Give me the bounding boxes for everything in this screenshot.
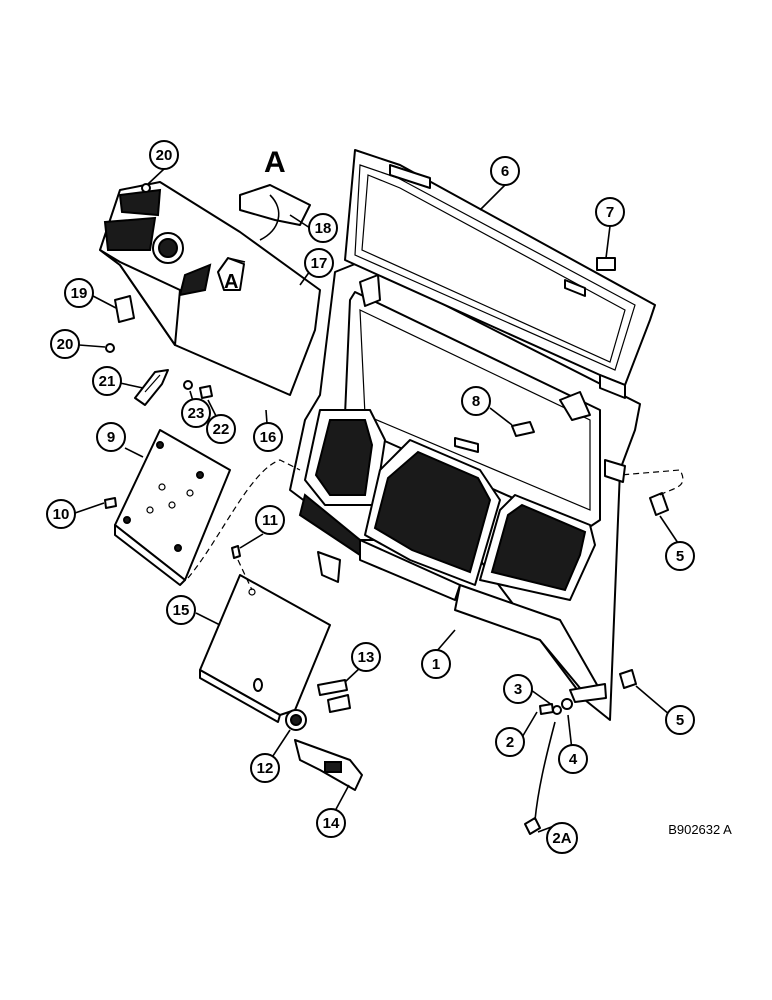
- callout-2: 2: [495, 727, 525, 757]
- svg-text:20: 20: [57, 336, 74, 353]
- svg-text:13: 13: [358, 649, 375, 666]
- screw-2a: [524, 817, 541, 835]
- callout-22: 22: [206, 414, 236, 444]
- screw-11: [231, 545, 241, 559]
- callout-16: 16: [253, 422, 283, 452]
- detail-a-connector: [227, 257, 246, 263]
- callout-20-lower: 20: [50, 329, 80, 359]
- washer-23: [183, 380, 193, 390]
- plate-9: [114, 429, 231, 586]
- bracket-18-hook: [259, 194, 280, 241]
- screw-10: [104, 497, 117, 509]
- svg-text:8: 8: [472, 393, 480, 410]
- callout-13: 13: [351, 642, 381, 672]
- callout-7: 7: [595, 197, 625, 227]
- svg-text:2A: 2A: [552, 830, 571, 847]
- console-lid: [344, 149, 656, 399]
- screw-11-dash: [237, 559, 253, 591]
- svg-text:10: 10: [53, 506, 70, 523]
- callout-3: 3: [503, 674, 533, 704]
- key-13b: [327, 694, 351, 713]
- callout-4: 4: [558, 744, 588, 774]
- callout-8: 8: [461, 386, 491, 416]
- callout-1: 1: [421, 649, 451, 679]
- callout-23: 23: [181, 398, 211, 428]
- svg-text:23: 23: [188, 405, 205, 422]
- callout-21: 21: [92, 366, 122, 396]
- callout-6: 6: [490, 156, 520, 186]
- screw-22: [199, 385, 213, 399]
- callout-15: 15: [166, 595, 196, 625]
- svg-text:4: 4: [569, 751, 578, 768]
- leader-lines: [74, 168, 681, 833]
- detail-a-tag: [217, 257, 245, 291]
- bracket-18: [239, 184, 311, 226]
- key-13a: [317, 679, 348, 696]
- screw-2a-path: [534, 721, 556, 821]
- clip-8: [511, 421, 535, 437]
- screw-20-upper: [141, 183, 151, 193]
- svg-text:2: 2: [506, 734, 514, 751]
- callout-5-lower: 5: [665, 705, 695, 735]
- callout-14: 14: [316, 808, 346, 838]
- washer-3: [552, 705, 562, 715]
- svg-text:5: 5: [676, 712, 684, 729]
- svg-text:11: 11: [262, 512, 278, 529]
- plate-9-dash: [187, 459, 301, 579]
- svg-text:14: 14: [323, 815, 340, 832]
- screw-20-lower: [105, 343, 115, 353]
- svg-text:5: 5: [676, 548, 684, 565]
- strap-21: [134, 369, 169, 406]
- svg-text:9: 9: [107, 429, 115, 446]
- bumper-path-upper: [619, 469, 684, 496]
- housing-17: [99, 181, 321, 396]
- svg-text:6: 6: [501, 163, 509, 180]
- callout-11: 11: [255, 505, 285, 535]
- console-housing: [289, 261, 641, 721]
- detail-a-label-top: A: [264, 146, 286, 179]
- lock-keyhole: [290, 714, 302, 726]
- callout-10: 10: [46, 499, 76, 529]
- callout-20-upper: 20: [149, 140, 179, 170]
- bracket-19: [114, 295, 135, 323]
- callout-18: 18: [308, 213, 338, 243]
- svg-text:19: 19: [71, 285, 88, 302]
- latch-slot: [324, 761, 342, 773]
- svg-text:12: 12: [257, 760, 274, 777]
- callout-19: 19: [64, 278, 94, 308]
- callout-17: 17: [304, 248, 334, 278]
- callout-5-upper: 5: [665, 541, 695, 571]
- callout-9: 9: [96, 422, 126, 452]
- cover-15: [199, 574, 331, 723]
- nut-4: [561, 698, 573, 710]
- bolt-2: [539, 703, 554, 715]
- svg-text:16: 16: [260, 429, 277, 446]
- svg-text:22: 22: [213, 421, 230, 438]
- svg-text:18: 18: [315, 220, 332, 237]
- callout-12: 12: [250, 753, 280, 783]
- svg-text:15: 15: [173, 602, 190, 619]
- svg-text:7: 7: [606, 204, 614, 221]
- svg-text:20: 20: [156, 147, 173, 164]
- bumper-5-lower: [619, 669, 637, 689]
- svg-text:1: 1: [432, 656, 440, 673]
- detail-a-label-box: A: [224, 271, 238, 293]
- svg-text:21: 21: [99, 373, 116, 390]
- callout-2a: 2A: [546, 822, 578, 854]
- bumper-5-upper: [649, 492, 669, 516]
- reference-code: B902632 A: [668, 822, 732, 837]
- pad-7: [596, 257, 616, 271]
- svg-text:3: 3: [514, 681, 522, 698]
- svg-text:17: 17: [311, 255, 328, 272]
